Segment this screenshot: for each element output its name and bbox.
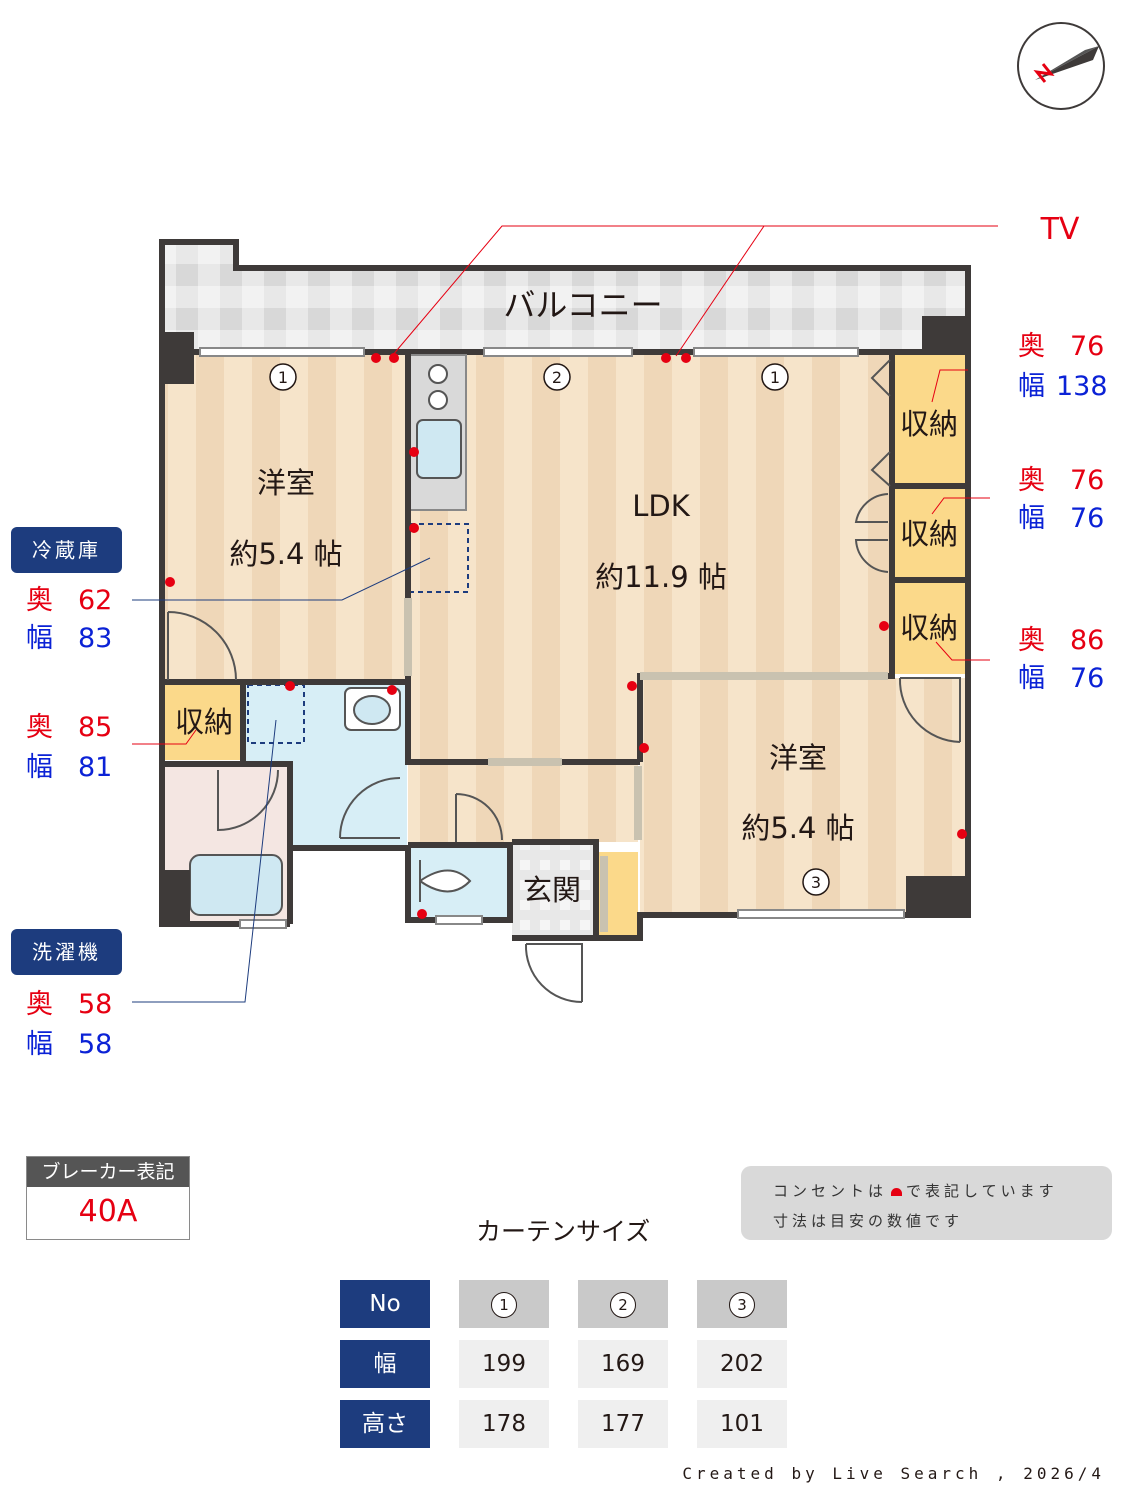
curtain-no-cell: 2 <box>578 1280 668 1328</box>
breaker-box: ブレーカー表記 40A <box>26 1156 190 1240</box>
storage-right-2 <box>893 488 966 578</box>
storage-left-depth: 85 <box>78 712 113 743</box>
storage-right-2-width: 76 <box>1070 503 1105 534</box>
room-size: 約5.4 帖 <box>229 537 342 571</box>
curtain-width-2: 169 <box>578 1340 668 1388</box>
washer-depth: 58 <box>78 989 113 1020</box>
curtain-mark-1b: 1 <box>770 368 780 387</box>
curtain-mark-2: 2 <box>552 368 562 387</box>
storage-right-1-depth-label: 奥 <box>1018 331 1045 362</box>
room-name: 洋室 <box>257 466 315 500</box>
room-name: 洋室 <box>769 741 827 775</box>
room-name: LDK <box>632 489 690 523</box>
curtain-title: カーテンサイズ <box>476 1217 651 1246</box>
washer-width: 58 <box>78 1029 113 1060</box>
storage-right-1-width: 138 <box>1056 371 1108 402</box>
curtain-height-2: 177 <box>578 1400 668 1448</box>
curtain-no-3: 3 <box>729 1291 755 1318</box>
storage-right-1-depth: 76 <box>1070 331 1105 362</box>
storage-right-2-depth-label: 奥 <box>1018 465 1045 496</box>
curtain-mark-3: 3 <box>811 873 821 892</box>
floor-plan: バルコニー <box>132 212 1080 1003</box>
curtain-mark-1a: 1 <box>278 368 288 387</box>
curtain-header-no: No <box>340 1280 430 1328</box>
washer-depth-label: 奥 <box>26 989 53 1020</box>
storage-right-1-width-label: 幅 <box>1018 371 1045 402</box>
storage-right-3 <box>893 582 966 674</box>
note-line1-pre: コンセントは <box>773 1182 888 1200</box>
balcony-label: バルコニー <box>503 286 662 324</box>
note-line2: 寸法は目安の数値です <box>773 1212 964 1230</box>
entrance-label: 玄関 <box>523 873 581 907</box>
breaker-value: 40A <box>78 1194 138 1229</box>
curtain-height-3: 101 <box>697 1400 787 1448</box>
room-size: 約11.9 帖 <box>595 560 727 594</box>
credit-text: Created by Live Search , 2026/4 <box>682 1464 1105 1483</box>
storage-left <box>165 682 243 760</box>
washer-width-label: 幅 <box>26 1029 53 1060</box>
note-box: コンセントはで表記しています 寸法は目安の数値です <box>741 1166 1112 1240</box>
curtain-no-cell: 1 <box>459 1280 549 1328</box>
fridge-width-label: 幅 <box>26 623 53 654</box>
hall-floor <box>408 762 638 842</box>
fridge-depth: 62 <box>78 585 113 616</box>
curtain-header-height: 高さ <box>340 1400 430 1448</box>
breaker-label: ブレーカー表記 <box>27 1157 189 1187</box>
storage-right-3-depth-label: 奥 <box>1018 625 1045 656</box>
storage-label: 収納 <box>900 611 958 645</box>
storage-left-depth-label: 奥 <box>26 712 53 743</box>
tv-label: TV <box>1040 212 1080 247</box>
fridge-badge: 冷蔵庫 <box>11 527 122 573</box>
entrance-floor <box>512 842 594 938</box>
washer-badge: 洗濯機 <box>11 929 122 975</box>
western-room-1-floor <box>165 355 408 680</box>
curtain-no-cell: 3 <box>697 1280 787 1328</box>
storage-right-2-width-label: 幅 <box>1018 503 1045 534</box>
fridge-depth-label: 奥 <box>26 585 53 616</box>
storage-right-1 <box>893 355 966 485</box>
storage-right-3-width-label: 幅 <box>1018 663 1045 694</box>
storage-label: 収納 <box>900 517 958 551</box>
curtain-width-3: 202 <box>697 1340 787 1388</box>
storage-right-3-width: 76 <box>1070 663 1105 694</box>
compass-icon <box>1017 22 1105 110</box>
curtain-width-1: 199 <box>459 1340 549 1388</box>
room-size: 約5.4 帖 <box>741 811 854 845</box>
storage-right-2-depth: 76 <box>1070 465 1105 496</box>
storage-label: 収納 <box>900 407 958 441</box>
outlet-icon <box>891 1188 903 1196</box>
note-line1-post: で表記しています <box>906 1182 1058 1200</box>
storage-label: 収納 <box>175 705 233 739</box>
curtain-no-1: 1 <box>491 1291 517 1318</box>
storage-left-width-label: 幅 <box>26 752 53 783</box>
fridge-width: 83 <box>78 623 113 654</box>
storage-right-3-depth: 86 <box>1070 625 1105 656</box>
curtain-no-2: 2 <box>610 1291 636 1318</box>
curtain-header-width: 幅 <box>340 1340 430 1388</box>
storage-left-width: 81 <box>78 752 113 783</box>
curtain-height-1: 178 <box>459 1400 549 1448</box>
